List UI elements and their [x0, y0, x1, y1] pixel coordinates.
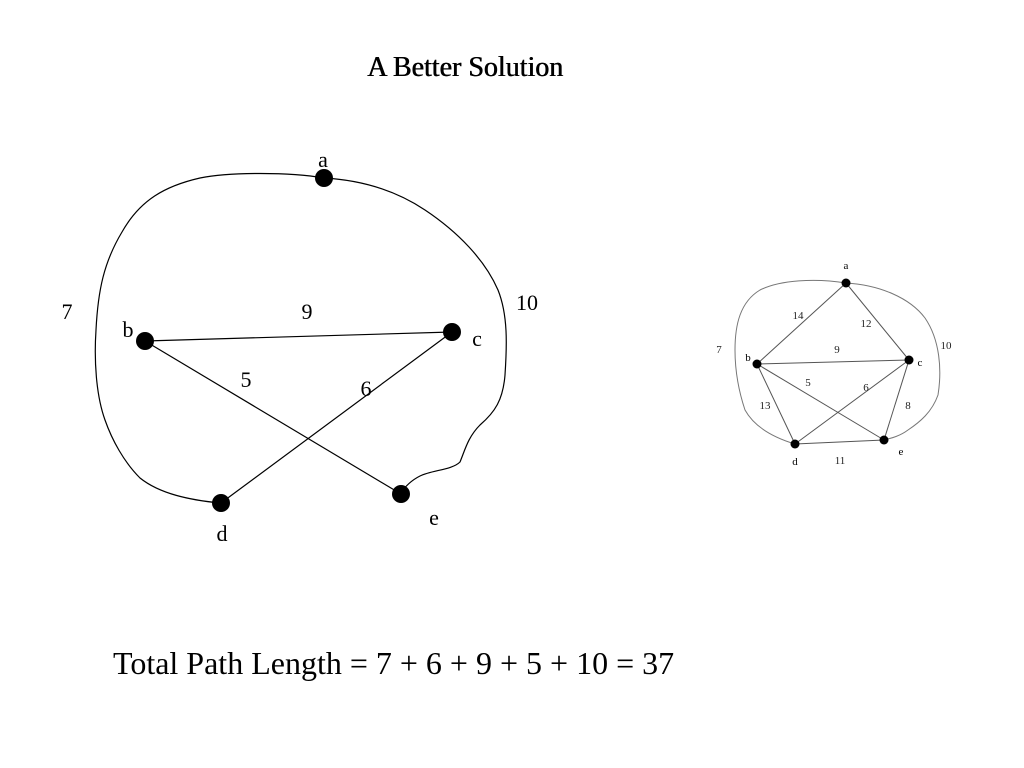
small-node-c — [904, 355, 914, 365]
small-edge-c-d — [794, 359, 910, 445]
small-node-d — [790, 439, 800, 449]
small-curve-a-b-d — [734, 279, 847, 445]
small-node-e — [879, 435, 889, 445]
main-weight-a-e-curve: 10 — [516, 290, 538, 315]
small-weight-a-b-curve: 7 — [716, 344, 722, 356]
small-weight-b-d: 13 — [760, 400, 772, 412]
main-node-e — [392, 485, 410, 503]
small-curve-a-e — [845, 282, 941, 441]
small-edge-d-e — [794, 439, 885, 445]
main-edge-b-e — [144, 340, 402, 495]
main-labels: a b c d e — [123, 147, 483, 546]
small-weights: 14 12 9 5 6 13 8 11 7 10 — [716, 310, 952, 467]
small-weight-c-e: 8 — [905, 400, 911, 412]
total-path-formula: Total Path Length = 7 + 6 + 9 + 5 + 10 =… — [113, 645, 675, 681]
small-node-label-b: b — [745, 352, 751, 364]
small-weight-b-e: 5 — [805, 377, 811, 389]
main-node-label-c: c — [472, 326, 482, 351]
main-weight-b-e: 5 — [241, 367, 252, 392]
small-node-b — [752, 359, 762, 369]
small-edge-b-e — [756, 363, 885, 441]
small-edge-c-e — [883, 359, 910, 441]
main-weight-a-b-curve: 7 — [62, 299, 73, 324]
small-weight-a-e-curve: 10 — [941, 340, 953, 352]
main-edge-c-d — [220, 331, 453, 504]
small-edge-a-b — [756, 282, 847, 365]
small-node-label-c: c — [918, 357, 923, 369]
main-node-a — [315, 169, 333, 187]
small-weight-d-e: 11 — [835, 455, 846, 467]
small-edge-a-c — [845, 282, 910, 361]
small-node-label-a: a — [844, 260, 849, 272]
main-weight-c-d: 6 — [361, 376, 372, 401]
main-node-d — [212, 494, 230, 512]
curve-a-e — [323, 177, 507, 495]
small-edges — [756, 282, 910, 445]
small-node-label-e: e — [899, 446, 904, 458]
main-node-b — [136, 332, 154, 350]
main-edges — [144, 331, 453, 504]
slide-title: A Better Solution — [367, 52, 563, 83]
main-node-label-d: d — [217, 521, 228, 546]
small-node-a — [841, 278, 851, 288]
small-weight-a-c: 12 — [861, 318, 872, 330]
small-edge-b-d — [756, 363, 796, 445]
small-curves — [734, 279, 941, 445]
main-weight-b-c: 9 — [302, 299, 313, 324]
main-weights: 9 5 6 7 10 — [62, 290, 539, 401]
main-edge-b-c — [144, 331, 453, 342]
main-node-label-a: a — [318, 147, 328, 172]
small-edge-b-c — [756, 359, 910, 365]
small-weight-b-c: 9 — [834, 344, 840, 356]
small-node-label-d: d — [792, 456, 798, 468]
curve-a-b-d — [94, 172, 325, 504]
small-weight-c-d: 6 — [863, 382, 869, 394]
main-node-label-b: b — [123, 317, 134, 342]
main-curves — [94, 172, 507, 504]
main-nodes — [136, 169, 461, 512]
main-node-label-e: e — [429, 505, 439, 530]
small-nodes — [752, 278, 914, 449]
main-node-c — [443, 323, 461, 341]
small-labels: a b c d e — [745, 260, 922, 468]
small-weight-a-b: 14 — [793, 310, 805, 322]
